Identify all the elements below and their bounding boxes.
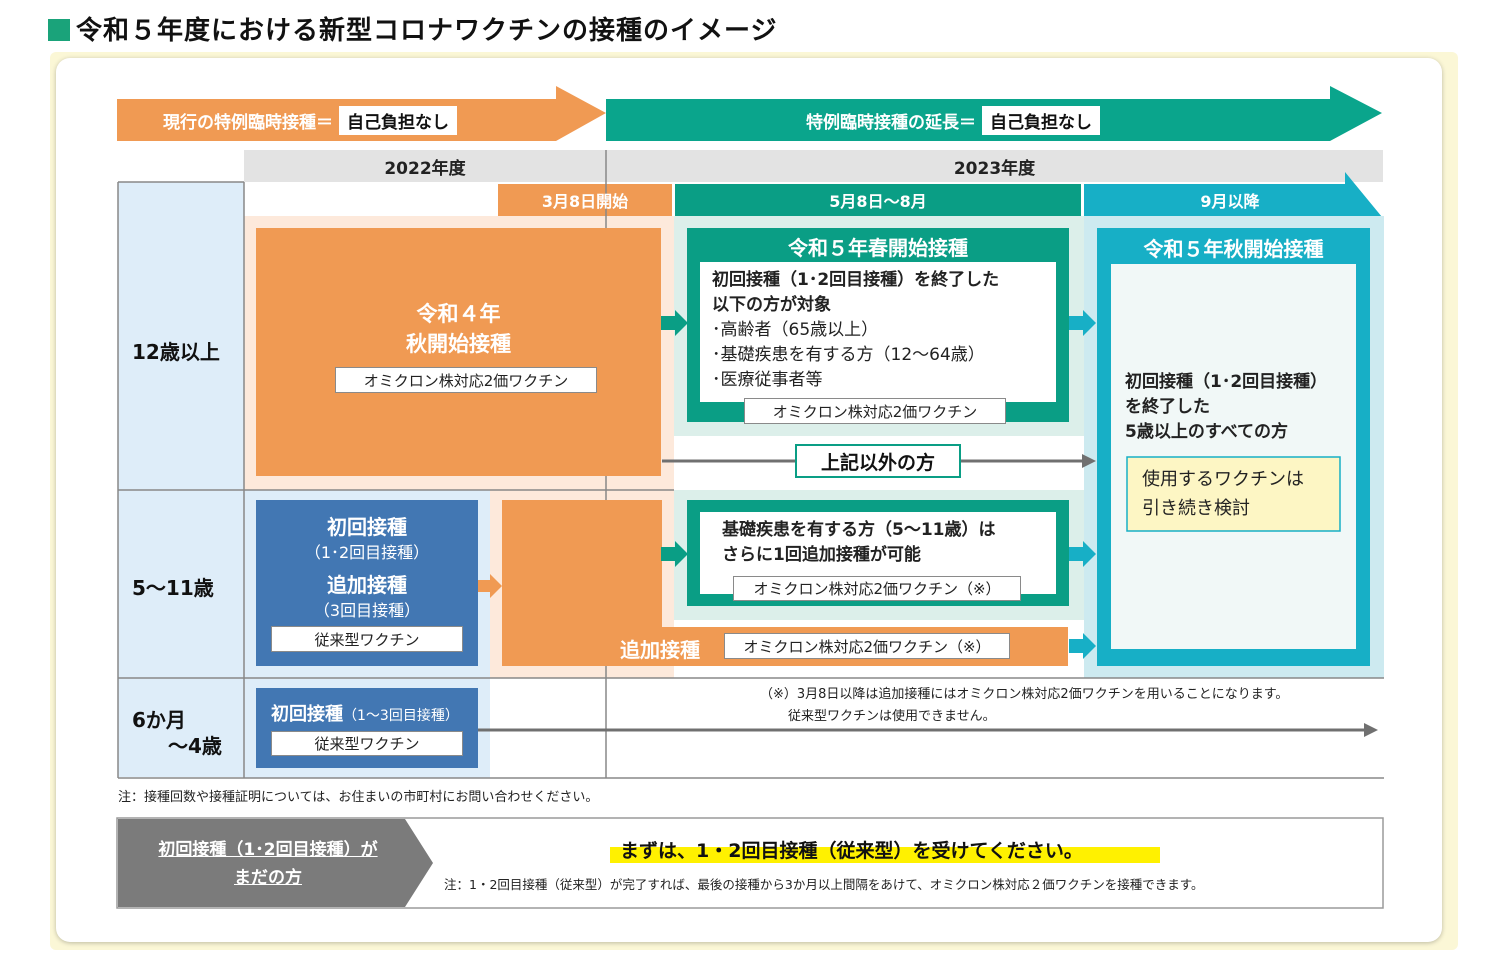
arrow-extra-to-autumn: [1069, 541, 1096, 567]
bottom-left-arrow: [118, 819, 433, 907]
yellow-highlight: [610, 847, 1160, 863]
r5-autumn-title: 令和５年秋開始接種: [1143, 236, 1324, 261]
r5-spring-text: 初回接種（1･2回目接種）を終了した 以下の方が対象 ･高齢者（65歳以上） ･…: [712, 268, 1052, 393]
row-label-column: [118, 182, 244, 777]
gray-arrow-head-1: [1082, 454, 1096, 468]
infant-title-sub: （1～3回目接種）: [343, 708, 459, 724]
current-label: 現行の特例臨時接種＝ 自己負担なし: [163, 105, 457, 135]
bottom-sub-note: 注：1・2回目接種（従来型）が完了すれば、最後の接種から3か月以上間隔をあけて、…: [444, 877, 1204, 892]
bottom-main-message: まずは、1・2回目接種（従来型）を受けてください。: [620, 840, 1083, 862]
child-extra-line-2: さらに1回追加接種が可能: [722, 545, 921, 565]
arrow-initial-to-booster: [478, 574, 502, 598]
year-bar: [244, 150, 1383, 182]
infant-title-main: 初回接種: [271, 704, 343, 725]
child-initial-title: 初回接種: [327, 514, 407, 539]
gray-arrow-head-2: [1364, 723, 1378, 737]
infant-title: 初回接種（1～3回目接種）: [271, 700, 459, 726]
current-tag: 自己負担なし: [339, 105, 457, 135]
other-people-label: 上記以外の方: [795, 444, 961, 478]
r5-spring-vaccine-label: オミクロン株対応2価ワクチン: [744, 398, 1006, 424]
row-label-12plus: 12歳以上: [132, 340, 220, 364]
booster-label: 追加接種: [620, 638, 700, 662]
period-bar-sep: [1084, 172, 1382, 217]
r5-autumn-line-3: 5歳以上のすべての方: [1125, 422, 1288, 442]
vaccine-note-line-2: 引き続き検討: [1142, 498, 1250, 519]
r5-spring-line-3: ･高齢者（65歳以上）: [712, 320, 879, 340]
r4-autumn-box: [256, 228, 661, 476]
extension-tag: 自己負担なし: [982, 105, 1100, 135]
title-square-icon: [48, 19, 70, 41]
r5-spring-line-1: 初回接種（1･2回目接種）を終了した: [712, 270, 1000, 290]
child-booster-sub: （3回目接種）: [313, 601, 421, 620]
extension-label: 特例臨時接種の延長＝ 自己負担なし: [806, 105, 1100, 135]
child-extra-text: 基礎疾患を有する方（5～11歳）は さらに1回追加接種が可能: [722, 518, 1052, 568]
row-label-6m: 6か月: [132, 708, 186, 732]
page-title: 令和５年度における新型コロナワクチンの接種のイメージ: [48, 10, 777, 47]
arrow-to-spring: [661, 310, 688, 336]
bottom-left-text: 初回接種（1･2回目接種）が まだの方: [120, 836, 416, 892]
r5-spring-title: 令和５年春開始接種: [788, 235, 968, 260]
child-booster-title: 追加接種: [327, 572, 407, 597]
r5-spring-line-5: ･医療従事者等: [712, 370, 823, 390]
extension-text: 特例臨時接種の延長＝: [806, 112, 976, 133]
bottom-left-line-1: 初回接種（1･2回目接種）が: [158, 840, 378, 860]
row-label-5-11: 5～11歳: [132, 576, 214, 600]
year-2022: 2022年度: [384, 158, 466, 179]
vaccine-note-text: 使用するワクチンは 引き続き検討: [1142, 465, 1332, 523]
period-mar: 3月8日開始: [541, 192, 629, 211]
footnote-1: （※）3月8日以降は追加接種にはオミクロン株対応2価ワクチンを用いることになりま…: [760, 687, 1289, 702]
footnote-2: 従来型ワクチンは使用できません。: [788, 709, 996, 724]
child-extra-line-1: 基礎疾患を有する方（5～11歳）は: [722, 520, 996, 540]
booster-vaccine-label: オミクロン株対応2価ワクチン（※）: [724, 633, 1010, 659]
arrow-spring-to-autumn: [1069, 310, 1096, 336]
r5-spring-line-4: ･基礎疾患を有する方（12～64歳）: [712, 345, 985, 365]
r4-title-1: 令和４年: [416, 302, 501, 326]
current-text: 現行の特例臨時接種＝: [163, 112, 333, 133]
page-title-text: 令和５年度における新型コロナワクチンの接種のイメージ: [76, 16, 778, 46]
child-initial-sub: （1･2回目接種）: [304, 543, 430, 562]
period-sep: 9月以降: [1200, 192, 1260, 211]
r5-autumn-line-1: 初回接種（1･2回目接種）: [1125, 372, 1328, 392]
child-extra-vaccine-label: オミクロン株対応2価ワクチン（※）: [733, 576, 1021, 601]
year-2023: 2023年度: [953, 158, 1036, 179]
r4-vaccine-label: オミクロン株対応2価ワクチン: [335, 367, 597, 393]
infant-vaccine-label: 従来型ワクチン: [271, 731, 463, 756]
child-booster-box: [502, 500, 662, 666]
child-initial-vaccine-label: 従来型ワクチン: [271, 626, 463, 652]
r5-autumn-text: 初回接種（1･2回目接種） を終了した 5歳以上のすべての方: [1125, 370, 1365, 445]
period-may: 5月8日～8月: [829, 192, 927, 211]
period-bar-mar: [498, 184, 672, 216]
vaccine-note-box: [1126, 456, 1341, 532]
arrow-booster-to-autumn: [1069, 633, 1096, 659]
r5-spring-line-2: 以下の方が対象: [712, 295, 831, 315]
vaccine-note-line-1: 使用するワクチンは: [1142, 469, 1304, 490]
r4-title-2: 秋開始接種: [406, 332, 511, 356]
general-note: 注：接種回数や接種証明については、お住まいの市町村にお問い合わせください。: [118, 790, 599, 805]
row-label-4y: ～4歳: [168, 734, 222, 758]
period-bar-may: [675, 184, 1081, 216]
bottom-left-line-2: まだの方: [234, 868, 302, 888]
arrow-to-child-extra: [661, 541, 688, 567]
r5-autumn-line-2: を終了した: [1125, 397, 1210, 417]
